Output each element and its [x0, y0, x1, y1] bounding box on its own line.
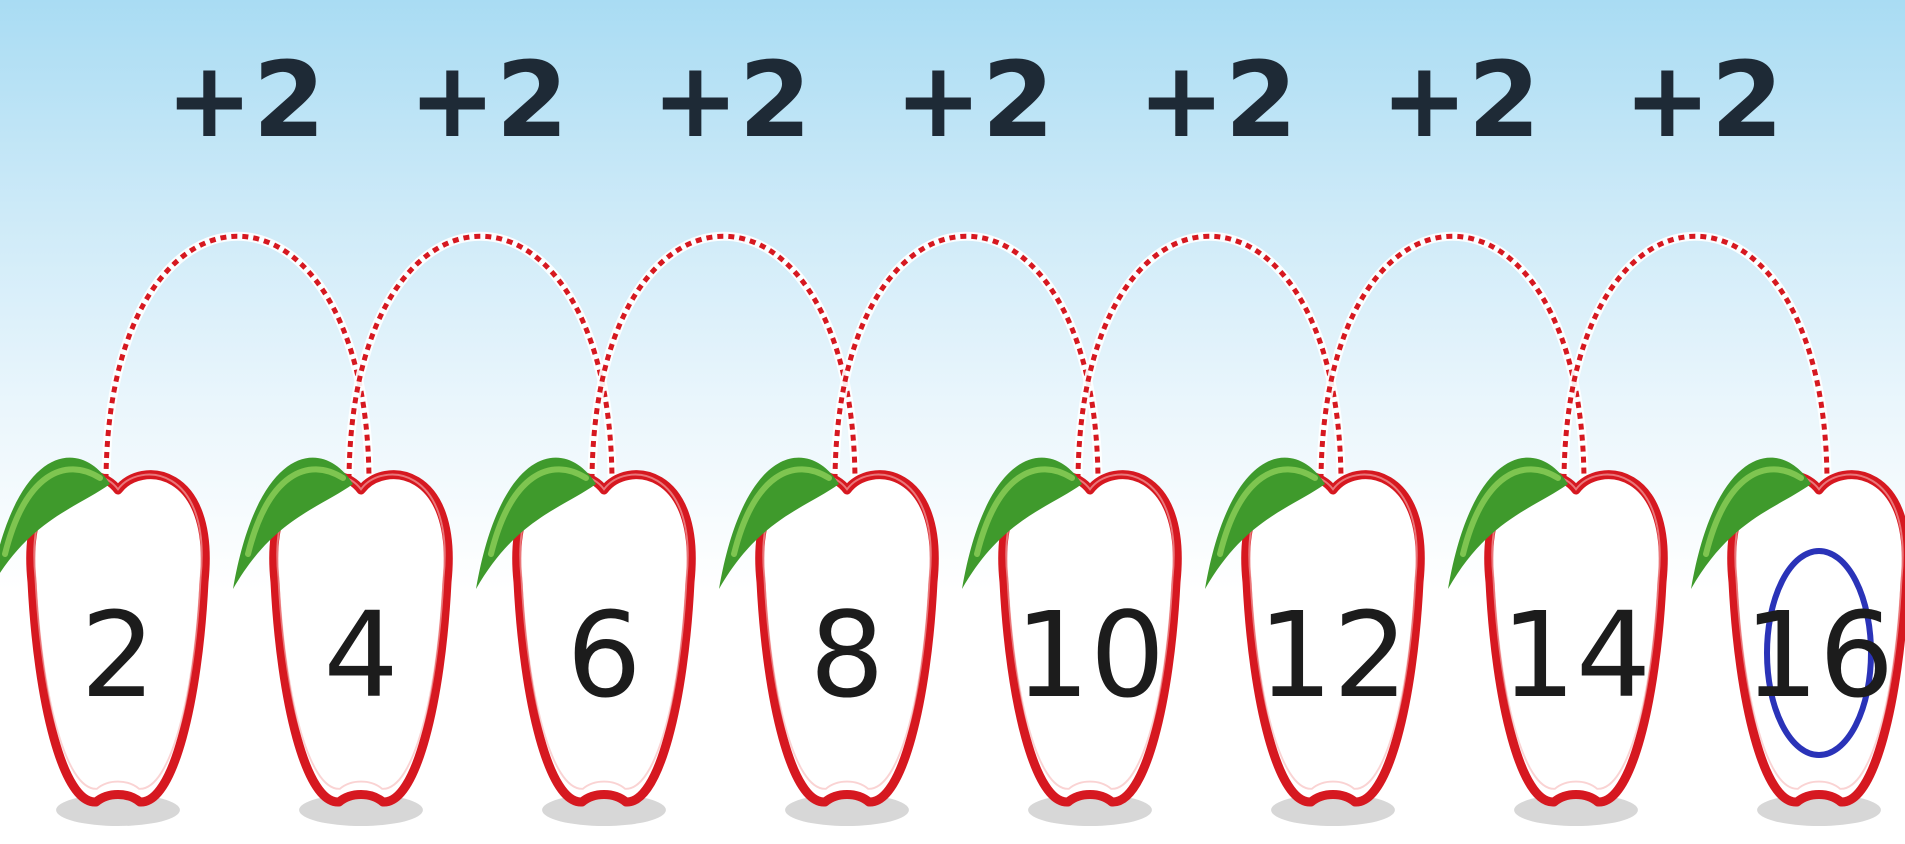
leaf-icon — [476, 457, 596, 589]
leaf-vein — [1217, 466, 1318, 557]
jump-arc-backing — [1316, 232, 1589, 481]
jump-arc — [1318, 234, 1587, 481]
step-label: +2 — [895, 39, 1055, 161]
leaf-vein — [488, 466, 589, 557]
apple: 10 — [962, 457, 1182, 826]
apple: 4 — [233, 457, 453, 826]
apple: 14 — [1448, 457, 1668, 826]
apple-number: 10 — [1015, 586, 1165, 724]
jump-arc-backing — [587, 232, 860, 481]
step-label: +2 — [1381, 39, 1541, 161]
answer-highlight-ring — [1764, 548, 1874, 758]
step-label: +2 — [166, 39, 326, 161]
leaf-vein — [245, 466, 346, 557]
jump-arc — [589, 234, 858, 481]
step-label: +2 — [1624, 39, 1784, 161]
apple-row: 2 4 6 8 10 12 14 16 — [0, 457, 1905, 826]
leaf-vein — [1703, 466, 1804, 557]
leaf-icon — [962, 457, 1082, 589]
jump-arc-backing — [101, 232, 374, 481]
leaf-icon — [0, 457, 110, 573]
step-label: +2 — [1138, 39, 1298, 161]
apple: 16 — [1691, 457, 1905, 826]
apple: 12 — [1205, 457, 1425, 826]
apple-number: 2 — [80, 586, 155, 724]
jump-arcs — [101, 232, 1832, 481]
leaf-vein — [2, 466, 103, 557]
leaf-icon — [1448, 457, 1568, 589]
apple: 2 — [0, 457, 210, 826]
apple-number: 16 — [1744, 586, 1894, 724]
leaf-icon — [719, 457, 839, 589]
jump-arc-backing — [344, 232, 617, 481]
leaf-icon — [233, 457, 353, 589]
apple-number: 12 — [1258, 586, 1408, 724]
apple: 6 — [476, 457, 696, 826]
leaf-icon — [1691, 457, 1811, 589]
step-label: +2 — [409, 39, 569, 161]
apple-number: 14 — [1501, 586, 1651, 724]
jump-arc — [832, 234, 1101, 481]
apple-number: 4 — [323, 586, 398, 724]
jump-arc — [1561, 234, 1830, 481]
step-label: +2 — [652, 39, 812, 161]
leaf-vein — [731, 466, 832, 557]
jump-arc-backing — [830, 232, 1103, 481]
apple-number: 8 — [809, 586, 884, 724]
jump-arc — [103, 234, 372, 481]
jump-arc-backing — [1073, 232, 1346, 481]
apple-number: 6 — [566, 586, 641, 724]
apple: 8 — [719, 457, 939, 826]
jump-arc-backing — [1559, 232, 1832, 481]
jump-arc — [1075, 234, 1344, 481]
leaf-vein — [1460, 466, 1561, 557]
leaf-vein — [974, 466, 1075, 557]
leaf-icon — [1205, 457, 1325, 589]
jump-arc — [346, 234, 615, 481]
step-labels: +2 +2 +2 +2 +2 +2 +2 — [166, 39, 1784, 161]
